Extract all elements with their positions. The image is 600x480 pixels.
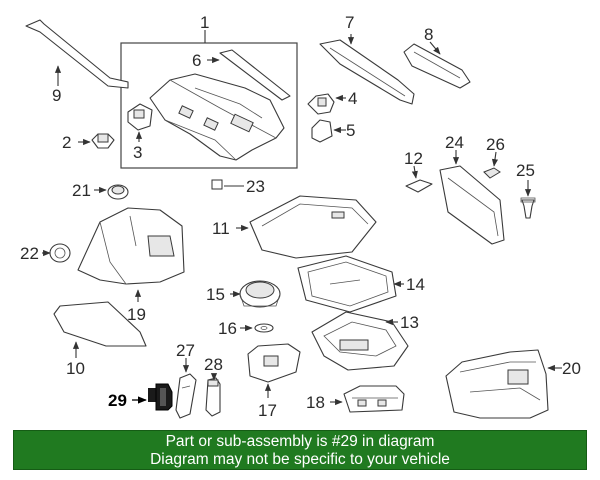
callout-16: 16 [218, 319, 237, 338]
tool-part-27 [175, 373, 197, 419]
highlighted-part-29 [148, 383, 173, 411]
callout-5: 5 [346, 121, 355, 140]
callout-14: 14 [406, 275, 425, 294]
callout-18: 18 [306, 393, 325, 412]
callout-1: 1 [200, 13, 209, 32]
callout-23: 23 [246, 177, 265, 196]
callout-3: 3 [133, 143, 142, 162]
cargo-cover-part-7 [319, 39, 415, 105]
clip-part-5 [311, 119, 333, 143]
callout-26: 26 [486, 135, 505, 154]
callout-6: 6 [192, 51, 201, 70]
label-part-23 [211, 179, 223, 190]
panel-part-10 [53, 301, 147, 347]
callout-8: 8 [424, 25, 433, 44]
banner-line-1: Part or sub-assembly is #29 in diagram [165, 433, 435, 450]
pushpin-part-25 [520, 197, 536, 219]
side-trim-part-20 [445, 349, 549, 419]
tool-part-28 [205, 377, 221, 417]
trim-part-24 [439, 165, 505, 245]
info-banner: Part or sub-assembly is #29 in diagram D… [13, 430, 587, 470]
spacer-part-18 [343, 385, 405, 413]
callout-27: 27 [176, 341, 195, 360]
trim-strip-part-6 [219, 49, 291, 101]
callout-15: 15 [206, 285, 225, 304]
pad-part-12 [405, 179, 433, 193]
nut-part-21 [107, 184, 129, 200]
callout-21: 21 [72, 181, 91, 200]
cap-part-22 [49, 243, 71, 263]
tray-part-14 [297, 255, 397, 313]
callout-9: 9 [52, 86, 61, 105]
clip-part-26 [483, 167, 501, 179]
assembly-box-1 [120, 42, 298, 169]
cup-holder-part-15 [239, 280, 281, 308]
callout-4: 4 [348, 89, 357, 108]
bracket-part-3 [127, 103, 153, 131]
callout-7: 7 [345, 13, 354, 32]
callout-17: 17 [258, 401, 277, 420]
washer-part-16 [254, 323, 274, 333]
callout-24: 24 [445, 133, 464, 152]
callout-10: 10 [66, 359, 85, 378]
rear-shelf-part [149, 73, 285, 161]
callout-25: 25 [516, 161, 535, 180]
clip-part-4 [307, 93, 335, 115]
callout-29-highlighted: 29 [108, 391, 127, 410]
callout-28: 28 [204, 355, 223, 374]
callout-11: 11 [212, 219, 230, 238]
callout-12: 12 [404, 149, 423, 168]
callout-20: 20 [562, 359, 581, 378]
banner-line-2: Diagram may not be specific to your vehi… [150, 451, 450, 468]
bolt-part-2 [91, 133, 115, 149]
storage-bin-part-13 [311, 311, 409, 371]
side-trim-part-19 [77, 207, 185, 285]
callout-13: 13 [400, 313, 419, 332]
parts-diagram: 1 2 3 4 5 6 7 8 9 10 11 12 13 14 15 16 1… [20, 13, 581, 420]
callout-19: 19 [127, 305, 146, 324]
floor-panel-part-11 [249, 195, 377, 259]
rod-part-9 [25, 19, 129, 89]
callout-2: 2 [62, 133, 71, 152]
bracket-part-8 [403, 43, 471, 89]
holder-part-17 [247, 343, 301, 383]
callout-22: 22 [20, 244, 39, 263]
